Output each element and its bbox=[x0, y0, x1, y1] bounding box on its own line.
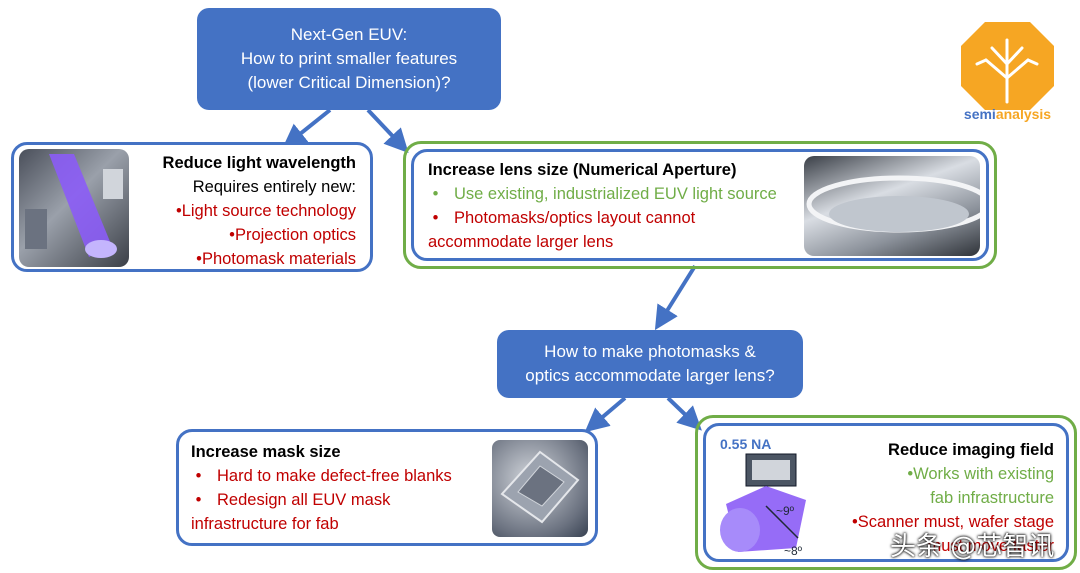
logo-text-analysis: analysis bbox=[995, 106, 1052, 122]
arrow-to-mask bbox=[584, 396, 627, 433]
lens-bullet-red-cont: accommodate larger lens bbox=[428, 233, 614, 251]
field-bullet-red-cont: must move faster bbox=[927, 537, 1054, 555]
top-question-line1: Next-Gen EUV: bbox=[290, 25, 408, 44]
wavelength-bullet-1: •Light source technology bbox=[175, 202, 356, 220]
semianalysis-logo: semianalysis bbox=[950, 18, 1065, 128]
mid-question-line2: optics accommodate larger lens? bbox=[525, 366, 775, 385]
wavelength-subtitle: Requires entirely new: bbox=[192, 178, 356, 196]
logo-mark bbox=[961, 22, 1054, 110]
mask-title: Increase mask size bbox=[191, 443, 341, 461]
arrow-to-field bbox=[666, 396, 702, 431]
mid-question-box: How to make photomasks & optics accommod… bbox=[497, 330, 803, 398]
arrow-to-mid bbox=[654, 264, 697, 331]
mask-bullet-2: •Redesign all EUV mask bbox=[191, 491, 391, 509]
light-cone-icon bbox=[25, 154, 123, 258]
top-question-line2: How to print smaller features bbox=[240, 49, 458, 68]
photomask-chip-icon bbox=[500, 450, 580, 524]
photomask-image bbox=[492, 440, 588, 537]
angle-label-1: ~9º bbox=[776, 504, 795, 518]
lens-title: Increase lens size (Numerical Aperture) bbox=[428, 161, 737, 179]
mask-box: Increase mask size •Hard to make defect-… bbox=[176, 429, 598, 546]
imaging-field-illustration bbox=[720, 453, 806, 552]
top-question-box: Next-Gen EUV: How to print smaller featu… bbox=[197, 8, 501, 110]
wavelength-box: Reduce light wavelength Requires entirel… bbox=[11, 142, 373, 272]
logo-text-semi: semi bbox=[963, 106, 996, 122]
field-box: 0.55 NA ~9º ~8º Reduce imaging field •Wo… bbox=[703, 423, 1069, 562]
mid-question-line1: How to make photomasks & bbox=[544, 342, 756, 361]
na-label: 0.55 NA bbox=[720, 436, 772, 452]
mask-bullet-1: •Hard to make defect-free blanks bbox=[191, 467, 452, 485]
angle-label-2: ~8º bbox=[784, 544, 803, 558]
lens-bullet-red: •Photomasks/optics layout cannot bbox=[428, 209, 696, 227]
wavelength-image bbox=[19, 149, 129, 267]
field-bullet-green-cont: fab infrastructure bbox=[930, 489, 1054, 507]
lens-box-highlight: Increase lens size (Numerical Aperture) … bbox=[403, 141, 997, 269]
top-question-line3: (lower Critical Dimension)? bbox=[247, 73, 451, 92]
field-bullet-red: •Scanner must, wafer stage bbox=[851, 513, 1054, 531]
mirror-lens-icon bbox=[806, 175, 980, 233]
wavelength-bullet-2: •Projection optics bbox=[229, 226, 356, 244]
wavelength-bullet-3: •Photomask materials bbox=[196, 250, 356, 268]
field-bullet-green: •Works with existing bbox=[907, 465, 1054, 483]
field-box-highlight: 0.55 NA ~9º ~8º Reduce imaging field •Wo… bbox=[695, 415, 1077, 570]
wavelength-title: Reduce light wavelength bbox=[162, 154, 356, 172]
arrow-to-lens bbox=[366, 108, 409, 153]
mask-bullet-2-cont: infrastructure for fab bbox=[191, 515, 339, 533]
lens-box: Increase lens size (Numerical Aperture) … bbox=[411, 149, 989, 261]
lens-image bbox=[804, 156, 980, 256]
watermark: 头条 @芯智讯 bbox=[890, 532, 1055, 562]
lens-bullet-green: •Use existing, industrialized EUV light … bbox=[428, 185, 777, 203]
field-title: Reduce imaging field bbox=[888, 441, 1054, 459]
arrow-to-wavelength bbox=[282, 108, 332, 148]
